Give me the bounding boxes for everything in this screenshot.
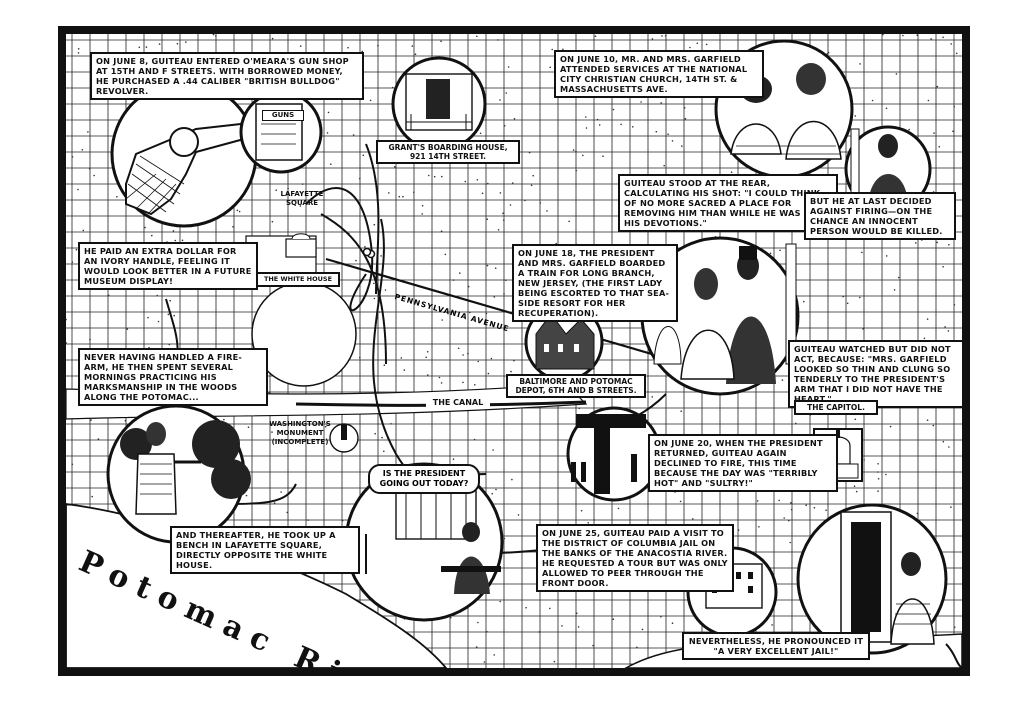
- label-lafayette-square: Lafayette Square: [280, 190, 324, 207]
- gun-shop-vignette: [239, 90, 323, 174]
- depot-vignette: [524, 302, 604, 382]
- label-capitol: The Capitol.: [794, 400, 878, 415]
- caption-june8: On June 8, Guiteau entered O'Meara's gun…: [90, 52, 364, 100]
- boarding-house-vignette: [391, 56, 487, 152]
- label-canal: The Canal: [426, 398, 490, 407]
- woods-vignette: [106, 404, 251, 544]
- train-station-vignette: [640, 236, 800, 396]
- caption-practice: Never having handled a fire-arm, he then…: [78, 348, 268, 406]
- white-house-icon: [285, 233, 317, 258]
- caption-june10: On June 10, Mr. and Mrs. Garfield attend…: [554, 50, 764, 98]
- caption-thin: Guiteau watched but did not act, because…: [788, 340, 962, 408]
- washington-map: 1 On June 8, Guiteau entered O'Meara's g…: [66, 34, 962, 668]
- bench-vignette: [344, 462, 504, 622]
- caption-decided: But he at last decided against firing—on…: [804, 192, 956, 240]
- depot-night-vignette: [566, 406, 662, 502]
- speech-bubble-president: Is the President going out today?: [368, 464, 480, 494]
- caption-june18: On June 18, the President and Mrs. Garfi…: [512, 244, 678, 322]
- street-grid-map: [66, 34, 962, 668]
- label-washington-monument: Washington's Monument (Incomplete): [269, 420, 331, 446]
- jail-door-vignette: [796, 503, 948, 655]
- caption-june25: On June 25, Guiteau paid a visit to the …: [536, 524, 734, 592]
- label-guns-sign: Guns: [262, 110, 304, 121]
- caption-ivory-handle: He paid an extra dollar for an ivory han…: [78, 242, 258, 290]
- monument-icon: [341, 424, 347, 440]
- grants-marker: [362, 247, 372, 257]
- pennsylvania-avenue-line: [325, 257, 687, 366]
- gun-vignette: [110, 80, 258, 228]
- label-grants-boarding-house: Grant's Boarding House, 921 14th Street.: [376, 140, 520, 164]
- label-white-house: The White House: [256, 272, 340, 287]
- caption-rear: Guiteau stood at the rear, calculating h…: [618, 174, 838, 232]
- caption-excellent: Nevertheless, he pronounced it "a very e…: [682, 632, 870, 660]
- caption-bench: And thereafter, he took up a bench in La…: [170, 526, 360, 574]
- caption-june20: On June 20, when the President returned,…: [648, 434, 838, 492]
- panel-frame: 1 On June 8, Guiteau entered O'Meara's g…: [58, 26, 970, 676]
- label-baltimore-depot: Baltimore and Potomac Depot, 6th and B S…: [506, 374, 646, 398]
